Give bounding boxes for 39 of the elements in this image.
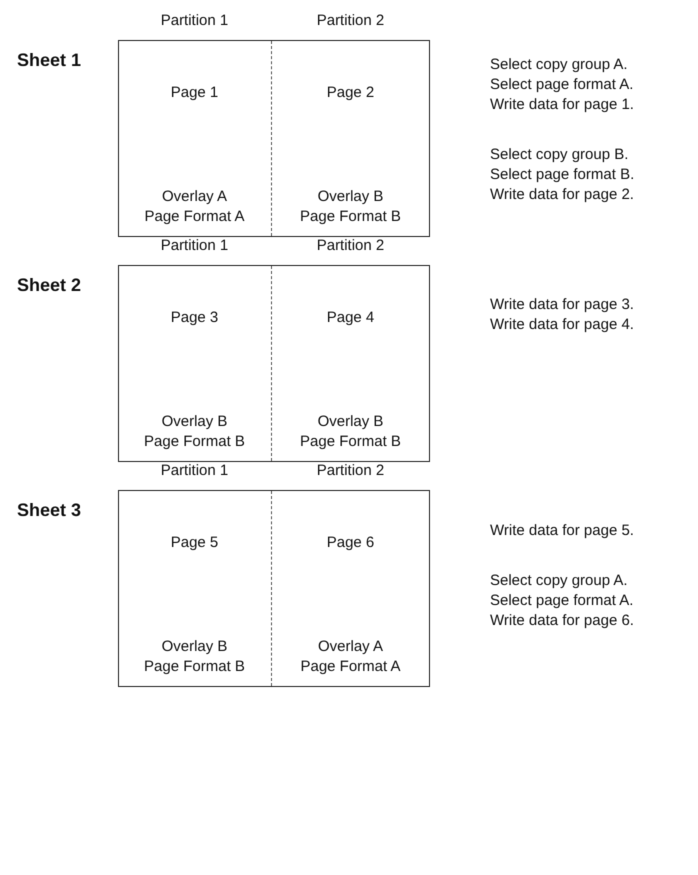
- page-label: Page 4: [326, 309, 374, 327]
- overlay-label: Overlay B: [162, 413, 228, 431]
- overlay-label: Overlay B: [318, 413, 384, 431]
- page-format-label: Page Format A: [144, 208, 245, 226]
- overlay-label: Overlay A: [162, 188, 228, 206]
- page-label: Page 2: [326, 84, 374, 102]
- page-label: Page 6: [326, 534, 374, 552]
- overlay-label: Overlay A: [318, 638, 384, 656]
- page-format-label: Page Format B: [144, 433, 245, 451]
- instruction-note: Select page format A.: [490, 76, 634, 94]
- instruction-note: Select copy group A.: [490, 572, 628, 590]
- sheet-heading: Sheet 3: [17, 500, 82, 521]
- instruction-note: Write data for page 5.: [490, 522, 634, 540]
- page-format-label: Page Format B: [300, 433, 401, 451]
- page-format-label: Page Format B: [144, 658, 245, 676]
- instruction-note: Select copy group B.: [490, 146, 628, 164]
- instruction-note: Write data for page 1.: [490, 96, 634, 114]
- partition-heading: Partition 1: [160, 237, 228, 255]
- partition-heading: Partition 2: [316, 462, 384, 480]
- instruction-note: Write data for page 6.: [490, 612, 634, 630]
- page-format-label: Page Format B: [300, 208, 401, 226]
- sheet-heading: Sheet 1: [17, 50, 82, 71]
- instruction-note: Select page format B.: [490, 166, 634, 184]
- partition-heading: Partition 2: [316, 12, 384, 30]
- instruction-note: Write data for page 3.: [490, 296, 634, 314]
- instruction-note: Write data for page 4.: [490, 316, 634, 334]
- overlay-label: Overlay B: [318, 188, 384, 206]
- partition-heading: Partition 1: [160, 12, 228, 30]
- page-label: Page 1: [170, 84, 218, 102]
- page-format-label: Page Format A: [300, 658, 401, 676]
- overlay-label: Overlay B: [162, 638, 228, 656]
- partition-heading: Partition 1: [160, 462, 228, 480]
- sheet-heading: Sheet 2: [17, 275, 82, 296]
- instruction-note: Select copy group A.: [490, 56, 628, 74]
- instruction-note: Select page format A.: [490, 592, 634, 610]
- partition-heading: Partition 2: [316, 237, 384, 255]
- page-label: Page 3: [170, 309, 218, 327]
- instruction-note: Write data for page 2.: [490, 186, 634, 204]
- page-label: Page 5: [170, 534, 218, 552]
